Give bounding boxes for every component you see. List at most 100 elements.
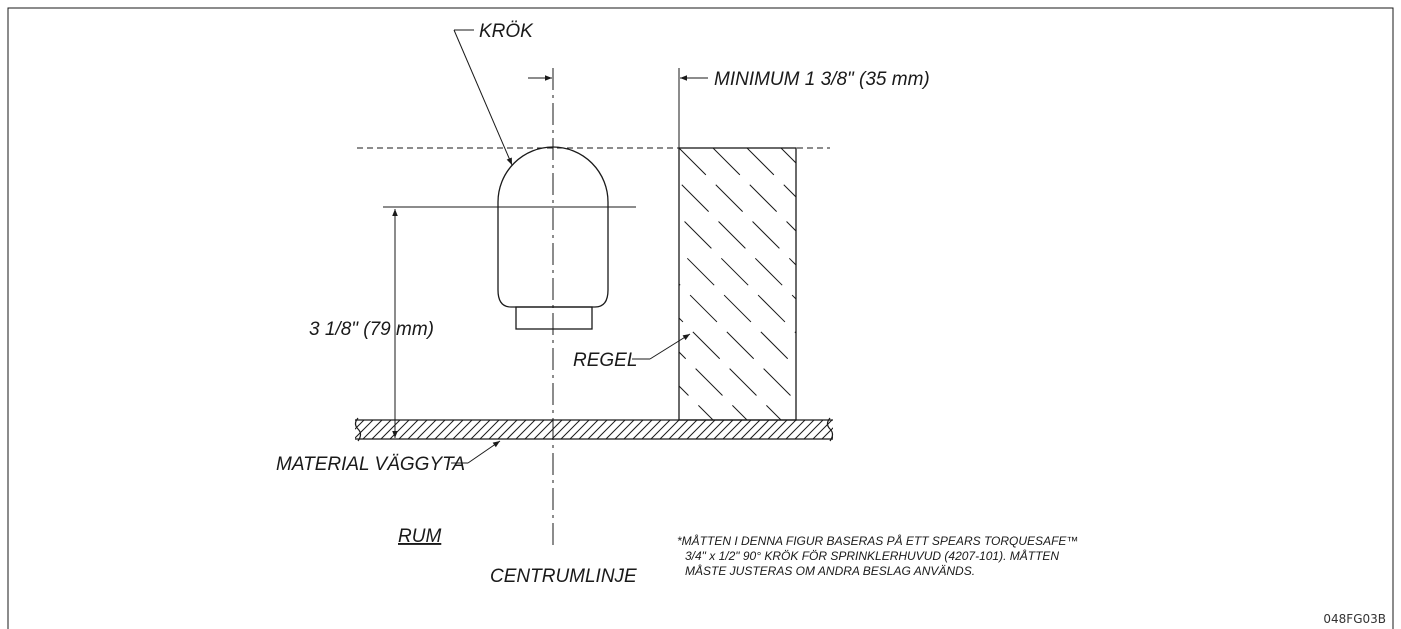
wall-hatch-line [659, 420, 680, 439]
stud-hatch-line [917, 148, 1189, 420]
wall-hatch-line [695, 420, 716, 439]
wall-hatch-line [443, 420, 464, 439]
stud-hatch-line [1019, 148, 1291, 420]
stud-hatch-line [679, 215, 796, 334]
wall-hatch-line [623, 420, 644, 439]
wall-break-left [354, 417, 362, 442]
wall-hatch-line [434, 420, 455, 439]
wall-hatch-line [830, 436, 833, 439]
stud-hatch-line [679, 283, 796, 402]
wall-hatch-line [785, 420, 806, 439]
wall-hatch-line [362, 420, 383, 439]
wall-hatch-line [677, 420, 698, 439]
wall-hatch-line [389, 420, 410, 439]
stud-hatch [679, 148, 1325, 420]
stud-hatch-line [1053, 148, 1325, 420]
stud-hatch-line [849, 148, 1121, 420]
wall-hatch-line [722, 420, 743, 439]
wall-hatch-line [731, 420, 752, 439]
wall-hatch-line [497, 420, 518, 439]
wall-hatch-line [355, 420, 365, 430]
wall-break-right [826, 417, 834, 442]
material-leader-arrow [467, 440, 501, 464]
wall-hatch-line [704, 420, 725, 439]
wall-hatch-line [578, 420, 599, 439]
label-material: MATERIAL VÄGGYTA [276, 454, 465, 475]
wall-hatch-line [371, 420, 392, 439]
label-minimum: MINIMUM 1 3/8" (35 mm) [714, 69, 930, 90]
wall-hatch-line [821, 427, 833, 439]
drawing-code: 048FG03B [1323, 612, 1386, 626]
label-krok: KRÖK [479, 21, 534, 42]
stud-hatch-line [679, 419, 680, 420]
wall-hatch-line [407, 420, 428, 439]
wall-hatch-line [849, 420, 868, 439]
wall-hatch-line [524, 420, 545, 439]
note-line-1: *MÅTTEN I DENNA FIGUR BASERAS PÅ ETT SPE… [677, 533, 1078, 548]
stud-outline [678, 147, 797, 421]
stud-hatch-line [679, 181, 796, 300]
label-dimension: 3 1/8" (79 mm) [309, 319, 434, 340]
note-line-2: 3/4" x 1/2" 90° KRÖK FÖR SPRINKLERHUVUD … [685, 548, 1059, 563]
wall-hatch-line [380, 420, 401, 439]
wall-hatch-line [488, 420, 509, 439]
wall-hatch-line [776, 420, 797, 439]
stud-hatch-line [780, 148, 796, 164]
wall-hatch-line [470, 420, 491, 439]
wall-hatch-line [749, 420, 770, 439]
wall-hatch-line [398, 420, 419, 439]
wall-hatch-line [587, 420, 608, 439]
wall-hatch-line [425, 420, 446, 439]
stud-hatch-line [679, 249, 796, 368]
label-centrumlinje: CENTRUMLINJE [490, 566, 637, 587]
wall-hatch-line [515, 420, 536, 439]
stud-hatch-line [679, 351, 748, 420]
wall-hatch-line [686, 420, 707, 439]
note-line-3: MÅSTE JUSTERAS OM ANDRA BESLAG ANVÄNDS. [685, 563, 975, 578]
wall-hatch-line [542, 420, 563, 439]
wall-hatch-line [740, 420, 761, 439]
elbow-body [497, 146, 609, 308]
wall-hatch-line [416, 420, 437, 439]
wall-hatch-line [461, 420, 482, 439]
wall-hatch-line [803, 420, 824, 439]
label-regel: REGEL [573, 350, 637, 371]
wall-hatch-line [560, 420, 581, 439]
wall-hatch-line [605, 420, 626, 439]
wall-hatch-line [767, 420, 788, 439]
krok-leader [453, 29, 513, 166]
stud-hatch-line [985, 148, 1257, 420]
elbow-nipple [515, 306, 593, 330]
stud-hatch-line [679, 385, 714, 420]
wall-hatch [355, 420, 868, 439]
wall-hatch-line [641, 420, 662, 439]
regel-leader-arrow [649, 333, 691, 360]
stud-hatch-line [815, 148, 1087, 420]
wall-hatch-line [452, 420, 473, 439]
wall-hatch-line [632, 420, 653, 439]
stud-hatch-line [679, 317, 782, 420]
stud-hatch-line [883, 148, 1155, 420]
wall-hatch-line [840, 420, 859, 439]
stud-hatch-line [746, 148, 796, 198]
stud-hatch-line [679, 148, 796, 266]
wall-hatch-line [596, 420, 617, 439]
wall-hatch-line [355, 420, 356, 421]
wall-hatch-line [506, 420, 527, 439]
wall-hatch-line [355, 420, 374, 439]
wall-hatch-line [479, 420, 500, 439]
stud-hatch-line [712, 148, 796, 232]
wall-hatch-line [569, 420, 590, 439]
wall-hatch-line [650, 420, 671, 439]
stud-hatch-line [951, 148, 1223, 420]
drawing-frame [7, 7, 1394, 629]
wall-hatch-line [533, 420, 554, 439]
wall-hatch-line [668, 420, 689, 439]
wall-hatch-line [812, 420, 833, 439]
wall-hatch-line [794, 420, 815, 439]
wall-hatch-line [551, 420, 572, 439]
wall-hatch-line [614, 420, 635, 439]
wall-hatch-line [713, 420, 734, 439]
